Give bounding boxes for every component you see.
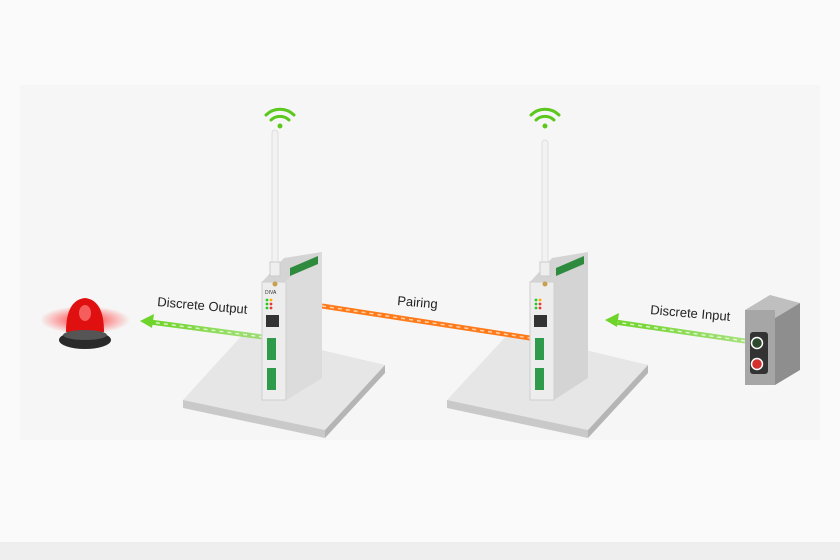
discrete-output-arrow [140, 314, 264, 340]
push-button-box-icon [745, 295, 800, 385]
discrete-input-arrow [605, 313, 746, 344]
footer-strip [0, 542, 840, 560]
beacon-light-icon [40, 298, 130, 349]
pairing-link [321, 303, 531, 341]
left-wifi-icon [264, 107, 296, 129]
right-wireless-device [529, 139, 588, 401]
pairing-label: Pairing [397, 293, 439, 311]
diagram-background [20, 85, 820, 440]
device-brand-label: DIVA [265, 290, 277, 296]
discrete-input-label: Discrete Input [650, 302, 732, 324]
right-wifi-icon [529, 107, 561, 129]
discrete-output-label: Discrete Output [157, 294, 249, 317]
left-wireless-device: DIVA [261, 129, 322, 401]
